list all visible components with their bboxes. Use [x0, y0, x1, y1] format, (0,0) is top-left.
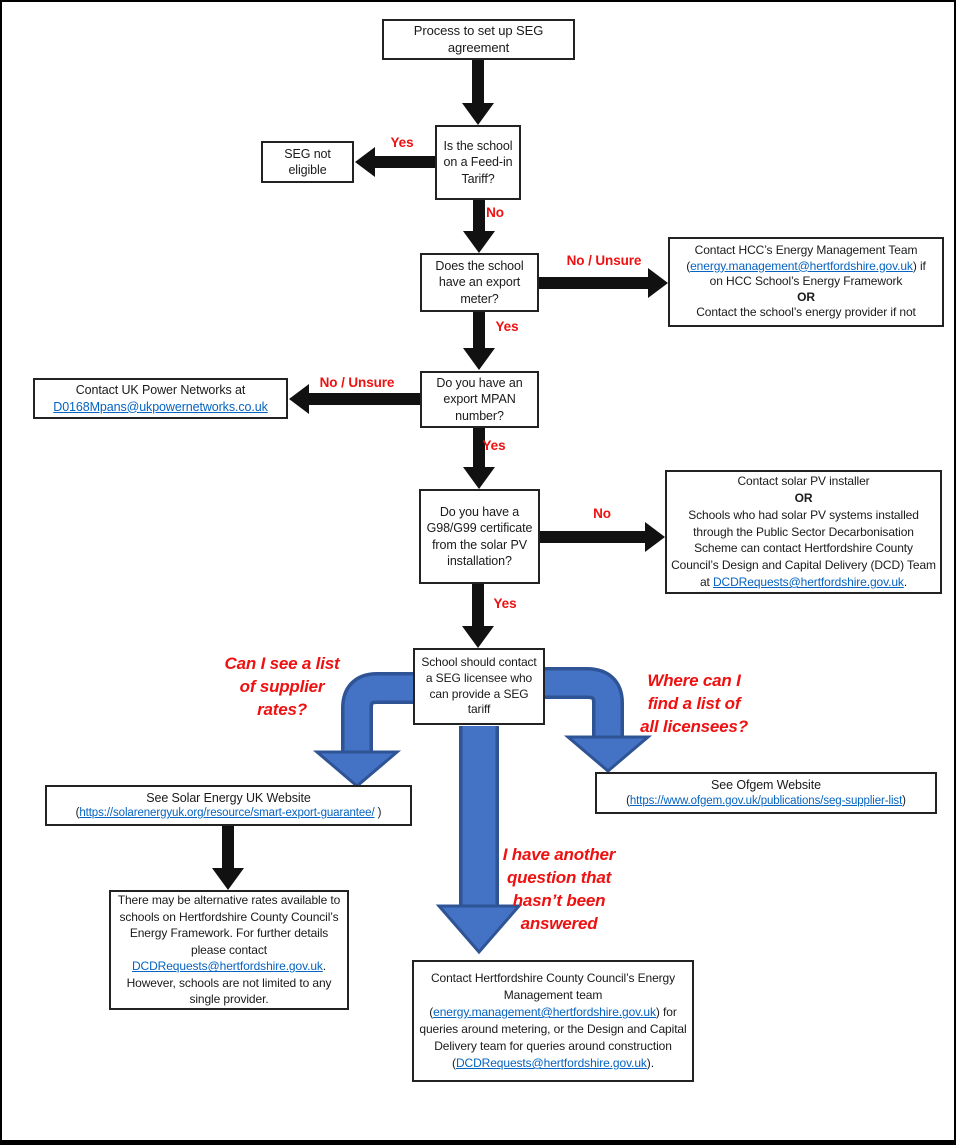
installer-or: OR [794, 491, 813, 506]
final-contact-pre: Contact Hertfordshire County Council’s E… [429, 970, 676, 1019]
export-mpan-question-text: Do you have an export MPAN number? [436, 376, 523, 423]
ofgem-website-box: See Ofgem Website (https://www.ofgem.gov… [595, 772, 937, 814]
ukpn-email-link[interactable]: D0168Mpans@ukpowernetworks.co.uk [53, 399, 268, 414]
seg-not-eligible-box: SEG not eligible [261, 141, 354, 183]
process-text: Process to set up SEG agreement [413, 22, 544, 55]
seg-not-eligible-text: SEG not eligible [284, 146, 331, 177]
uk-power-networks-box: Contact UK Power Networks at D0168Mpans@… [33, 378, 288, 419]
hcc-paren-open: ( [686, 258, 691, 273]
hcc-line1: Contact HCC’s Energy Management Team [694, 243, 918, 258]
final-contact-body: Contact Hertfordshire County Council’s E… [418, 970, 688, 1072]
solar-installer-box: Contact solar PV installer OR Schools wh… [665, 470, 942, 594]
blue-arrow-another-question [435, 726, 523, 955]
label-yes-mpan: Yes [482, 438, 506, 453]
arrow-fit-yes-left [355, 147, 435, 177]
alternative-rates-box: There may be alternative rates available… [109, 890, 349, 1010]
arrow-meter-nounsure-right [539, 268, 668, 298]
arrow-mpan-nounsure-left [289, 384, 420, 414]
arrow-g98-yes-down [462, 584, 494, 648]
hcc-line3: on HCC School’s Energy Framework [709, 274, 903, 289]
ukpn-line2: D0168Mpans@ukpowernetworks.co.uk [39, 399, 282, 415]
final-contact-box: Contact Hertfordshire County Council’s E… [412, 960, 694, 1082]
alt-rates-pre: There may be alternative rates available… [117, 893, 341, 957]
seuk-line1: See Solar Energy UK Website [146, 790, 311, 805]
ofgem-line1: See Ofgem Website [711, 778, 821, 793]
black-arrows [212, 60, 668, 890]
question-another-question: I have another question that hasn’t been… [502, 845, 616, 933]
final-energy-email-link[interactable]: energy.management@hertfordshire.gov.uk [433, 1004, 656, 1019]
seuk-paren-open: ( [75, 807, 80, 820]
installer-body-post: . [903, 575, 908, 589]
label-yes-meter: Yes [495, 319, 519, 334]
export-meter-question-text: Does the school have an export meter? [435, 259, 524, 306]
alt-rates-dcd-email-link[interactable]: DCDRequests@hertfordshire.gov.uk [131, 959, 323, 974]
alt-rates-body: There may be alternative rates available… [115, 892, 343, 1008]
question-supplier-rates: Can I see a list of supplier rates? [224, 654, 340, 719]
ofgem-paren-close: ) [902, 794, 906, 807]
hcc-or: OR [797, 289, 815, 304]
arrow-process-to-fit [462, 60, 494, 125]
export-mpan-question-box: Do you have an export MPAN number? [420, 371, 539, 428]
arrow-g98-no-right [540, 522, 665, 552]
seuk-line2: (https://solarenergyuk.org/resource/smar… [51, 806, 406, 821]
arrow-mpan-yes-down [463, 428, 495, 489]
installer-body: Schools who had solar PV systems install… [671, 507, 936, 591]
hcc-energy-team-box: Contact HCC’s Energy Management Team (en… [668, 237, 944, 327]
label-yes-g98: Yes [493, 596, 517, 611]
label-yes-fit: Yes [390, 135, 414, 150]
feed-in-tariff-question-text: Is the school on a Feed-in Tariff? [443, 139, 513, 186]
final-contact-post: ). [646, 1056, 654, 1071]
ofgem-paren-open: ( [626, 794, 630, 807]
arrow-fit-no-down [463, 199, 495, 253]
alt-rates-post: . However, schools are not limited to an… [126, 959, 332, 1007]
g98-certificate-question-text: Do you have a G98/G99 certificate from t… [426, 505, 533, 568]
question-licensee-list: Where can I find a list of all licensees… [640, 671, 748, 736]
process-box: Process to set up SEG agreement [382, 19, 575, 60]
blue-arrow-supplier-rates [312, 672, 414, 788]
blue-arrow-licensee-list [544, 667, 653, 773]
label-no-fit: No [486, 205, 504, 220]
label-nounsure-mpan: No / Unsure [319, 375, 395, 390]
installer-body-pre: Schools who had solar PV systems install… [671, 507, 936, 589]
final-contact-mid: ) for queries around metering, or the De… [419, 1004, 687, 1071]
ofgem-url-link[interactable]: https://www.ofgem.gov.uk/publications/se… [629, 794, 903, 807]
g98-certificate-question-box: Do you have a G98/G99 certificate from t… [419, 489, 540, 584]
arrow-meter-yes-down [463, 312, 495, 370]
hcc-line5: Contact the school’s energy provider if … [696, 305, 916, 320]
installer-line1: Contact solar PV installer [737, 474, 870, 489]
hcc-email-link[interactable]: energy.management@hertfordshire.gov.uk [690, 258, 913, 273]
arrow-seuk-to-altrates [212, 825, 244, 890]
seuk-url-link[interactable]: https://solarenergyuk.org/resource/smart… [79, 807, 375, 820]
feed-in-tariff-question-box: Is the school on a Feed-in Tariff? [435, 125, 521, 200]
hcc-paren-close: ) if [912, 258, 926, 273]
ofgem-line2: (https://www.ofgem.gov.uk/publications/s… [601, 794, 931, 809]
seuk-paren-close: ) [374, 807, 382, 820]
label-nounsure-meter: No / Unsure [566, 253, 642, 268]
hcc-line2: (energy.management@hertfordshire.gov.uk)… [674, 259, 938, 275]
seg-licensee-text: School should contact a SEG licensee who… [421, 655, 537, 717]
export-meter-question-box: Does the school have an export meter? [420, 253, 539, 312]
dcd-email-link[interactable]: DCDRequests@hertfordshire.gov.uk [712, 575, 904, 589]
final-dcd-email-link[interactable]: DCDRequests@hertfordshire.gov.uk [455, 1056, 647, 1071]
seg-licensee-box: School should contact a SEG licensee who… [413, 648, 545, 725]
ukpn-line1: Contact UK Power Networks at [75, 383, 246, 398]
solar-energy-uk-website-box: See Solar Energy UK Website (https://sol… [45, 785, 412, 826]
label-no-g98: No [593, 506, 611, 521]
